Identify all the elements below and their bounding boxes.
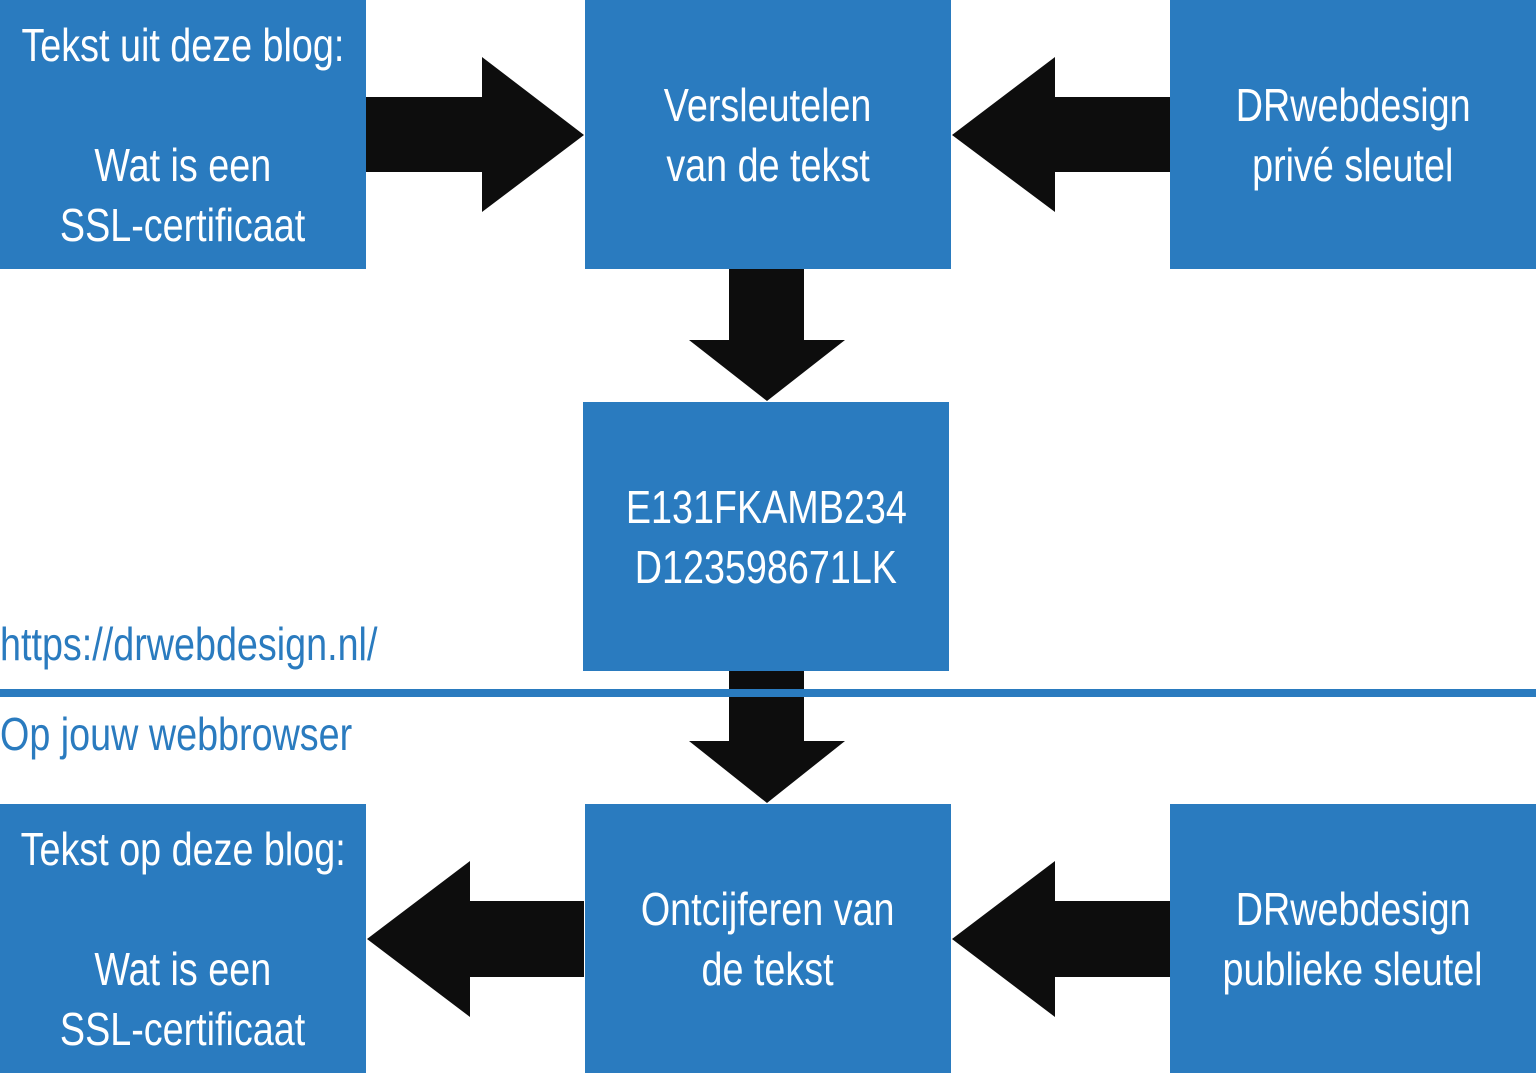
arrow-left-to-result	[367, 861, 584, 1017]
source-text-line1: Wat is een	[94, 138, 272, 191]
result-text-box: Tekst op deze blog: Wat is een SSL-certi…	[0, 804, 366, 1073]
source-text-line2: SSL-certificaat	[60, 198, 306, 251]
result-text-line2: SSL-certificaat	[60, 1002, 306, 1055]
public-key-line1: DRwebdesign	[1235, 882, 1471, 935]
server-browser-divider	[0, 689, 1536, 697]
private-key-line2: privé sleutel	[1252, 138, 1454, 191]
private-key-box: DRwebdesign privé sleutel	[1170, 0, 1536, 269]
private-key-line1: DRwebdesign	[1235, 78, 1471, 131]
arrow-left-from-public-key	[952, 861, 1170, 1017]
browser-label: Op jouw webbrowser	[0, 708, 353, 760]
source-text-box: Tekst uit deze blog: Wat is een SSL-cert…	[0, 0, 366, 269]
result-text-heading: Tekst op deze blog:	[20, 822, 346, 875]
encrypt-line1: Versleutelen	[664, 78, 872, 131]
result-text-line1: Wat is een	[94, 942, 272, 995]
decrypt-box: Ontcijferen van de tekst	[585, 804, 951, 1073]
encrypt-line2: van de tekst	[666, 138, 870, 191]
ciphertext-line1: E131FKAMB234	[625, 480, 907, 533]
public-key-box: DRwebdesign publieke sleutel	[1170, 804, 1536, 1073]
arrow-right-to-encrypt	[366, 57, 584, 212]
ciphertext-box: E131FKAMB234 D123598671LK	[583, 402, 949, 671]
arrow-down-to-cipher	[689, 269, 845, 401]
public-key-line2: publieke sleutel	[1222, 942, 1484, 995]
source-text-heading: Tekst uit deze blog:	[21, 18, 345, 71]
arrow-left-from-private-key	[952, 57, 1170, 212]
decrypt-line1: Ontcijferen van	[641, 882, 895, 935]
encrypt-box: Versleutelen van de tekst	[585, 0, 951, 269]
server-url-label: https://drwebdesign.nl/	[0, 618, 378, 670]
decrypt-line2: de tekst	[701, 942, 835, 995]
ciphertext-line2: D123598671LK	[634, 540, 898, 593]
arrow-down-to-decrypt	[689, 671, 845, 803]
